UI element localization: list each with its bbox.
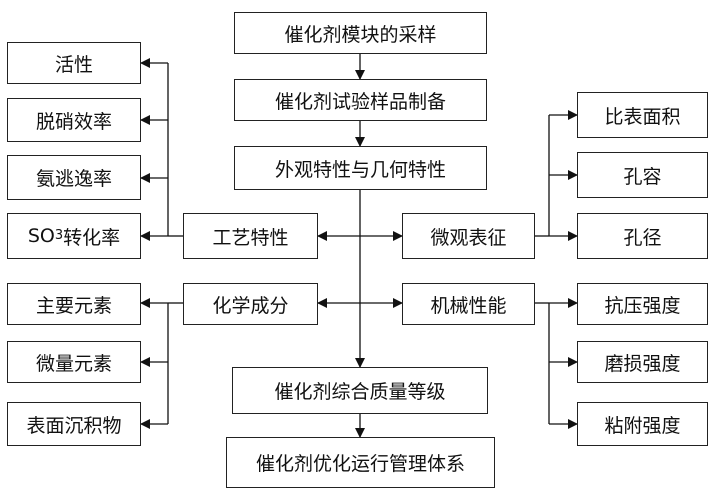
trace-elements-box: 微量元素 (7, 341, 141, 383)
specific-surface-area-box: 比表面积 (577, 92, 708, 138)
denox-efficiency-box: 脱硝效率 (7, 98, 141, 142)
adhesion-strength-box: 粘附强度 (577, 402, 708, 446)
pore-volume-box: 孔容 (577, 152, 708, 198)
so3-prefix: SO (27, 225, 55, 247)
operation-system-box: 催化剂优化运行管理体系 (226, 437, 495, 488)
sampling-box: 催化剂模块的采样 (234, 12, 487, 54)
chemical-composition-box: 化学成分 (183, 283, 318, 325)
micro-characterization-box: 微观表征 (402, 213, 535, 259)
activity-box: 活性 (7, 42, 141, 84)
surface-deposits-box: 表面沉积物 (7, 402, 141, 446)
ammonia-slip-box: 氨逃逸率 (7, 155, 141, 200)
pore-size-box: 孔径 (577, 213, 708, 259)
major-elements-box: 主要元素 (7, 283, 141, 325)
quality-grade-box: 催化剂综合质量等级 (232, 367, 488, 414)
mechanical-properties-box: 机械性能 (402, 283, 535, 325)
preparation-box: 催化剂试验样品制备 (234, 79, 487, 121)
appearance-box: 外观特性与几何特性 (234, 146, 487, 190)
so3-suffix: 转化率 (63, 226, 121, 249)
abrasion-strength-box: 磨损强度 (577, 341, 708, 383)
process-properties-box: 工艺特性 (183, 213, 318, 259)
compressive-strength-box: 抗压强度 (577, 283, 708, 325)
